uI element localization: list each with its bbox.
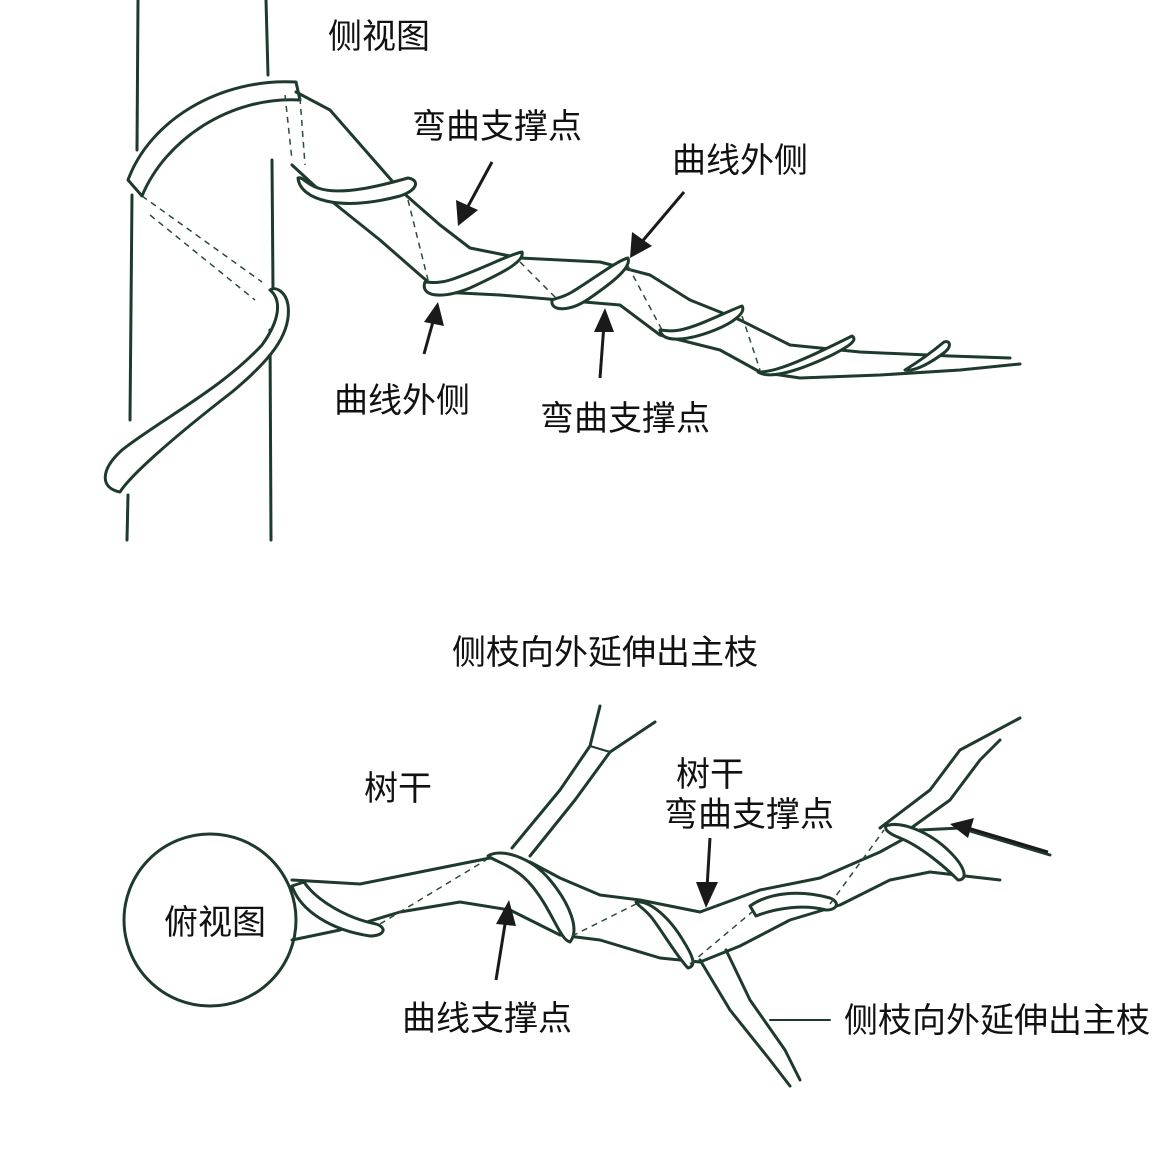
trunk-wire-hidden-2 — [284, 94, 306, 166]
label-side-view: 侧视图 — [328, 17, 430, 57]
branch-wire-5 — [756, 334, 856, 377]
arrow-bend-support-1 — [464, 161, 494, 211]
trunk-left-edge — [125, 0, 140, 542]
arrowhead-bend-support-1 — [456, 200, 478, 226]
trunk-wire-top — [126, 80, 302, 198]
top-wire-5 — [884, 823, 966, 882]
arrow-curve-outside-1 — [638, 191, 686, 245]
main-branch-lower-edge — [290, 870, 1002, 964]
right-side-branch — [878, 716, 1022, 838]
top-wire-2 — [486, 851, 576, 944]
label-branch-extend-right: 侧枝向外延伸出主枝 — [844, 1001, 1150, 1041]
label-curve-support: 曲线支撑点 — [402, 999, 572, 1039]
trunk-right-edge — [264, 0, 275, 542]
branch-wire-6 — [903, 340, 951, 372]
branch-wire-3 — [550, 256, 630, 311]
upper-side-branch-fork — [589, 745, 611, 753]
arrow-curve-support — [494, 917, 508, 981]
arrow-bend-support-2 — [598, 323, 606, 379]
arrow-right-branch — [967, 826, 1049, 854]
label-bend-support-1: 弯曲支撑点 — [412, 107, 582, 147]
branch-lower-edge — [290, 163, 1022, 380]
arrowhead-curve-outside-2 — [424, 302, 444, 326]
side-view-arrows — [422, 161, 686, 379]
arrow-bend-support-3 — [705, 837, 712, 889]
lower-side-branch — [698, 948, 802, 1088]
label-curve-outside-1: 曲线外侧 — [672, 141, 808, 181]
trunk-wire-hidden — [141, 195, 263, 301]
top-view-drawing — [122, 704, 1052, 1088]
top-view-arrows — [494, 818, 1049, 1021]
top-wire-4 — [748, 891, 838, 918]
label-trunk-2: 树干 — [676, 755, 744, 795]
side-view-drawing — [103, 0, 1022, 542]
branch-upper-edge — [294, 90, 1012, 360]
branch-wire-1 — [296, 176, 417, 205]
label-branch-extend-top: 侧枝向外延伸出主枝 — [452, 633, 758, 673]
trunk-wire-lower — [103, 287, 290, 494]
label-bend-support-2: 弯曲支撑点 — [540, 399, 710, 439]
upper-side-branch — [510, 704, 657, 858]
branch-wire-hidden — [407, 199, 761, 371]
label-bend-support-3: 弯曲支撑点 — [664, 795, 834, 835]
arrowhead-curve-support — [496, 900, 516, 926]
arrowhead-right-branch — [950, 818, 974, 838]
trunk-cross-section — [122, 832, 298, 1008]
arrowhead-bend-support-3 — [696, 882, 718, 908]
top-wire-hidden — [379, 829, 885, 965]
arrowhead-bend-support-2 — [594, 308, 614, 332]
top-wire-1 — [290, 880, 385, 938]
top-wire-3 — [634, 900, 695, 970]
arrowhead-curve-outside-1 — [630, 232, 652, 258]
label-trunk-1: 树干 — [364, 769, 432, 809]
label-top-view: 俯视图 — [164, 903, 266, 943]
label-curve-outside-2: 曲线外侧 — [334, 381, 470, 421]
branch-wire-4 — [658, 304, 745, 341]
arrow-curve-outside-2 — [422, 317, 436, 355]
branch-wire-2 — [422, 250, 524, 297]
